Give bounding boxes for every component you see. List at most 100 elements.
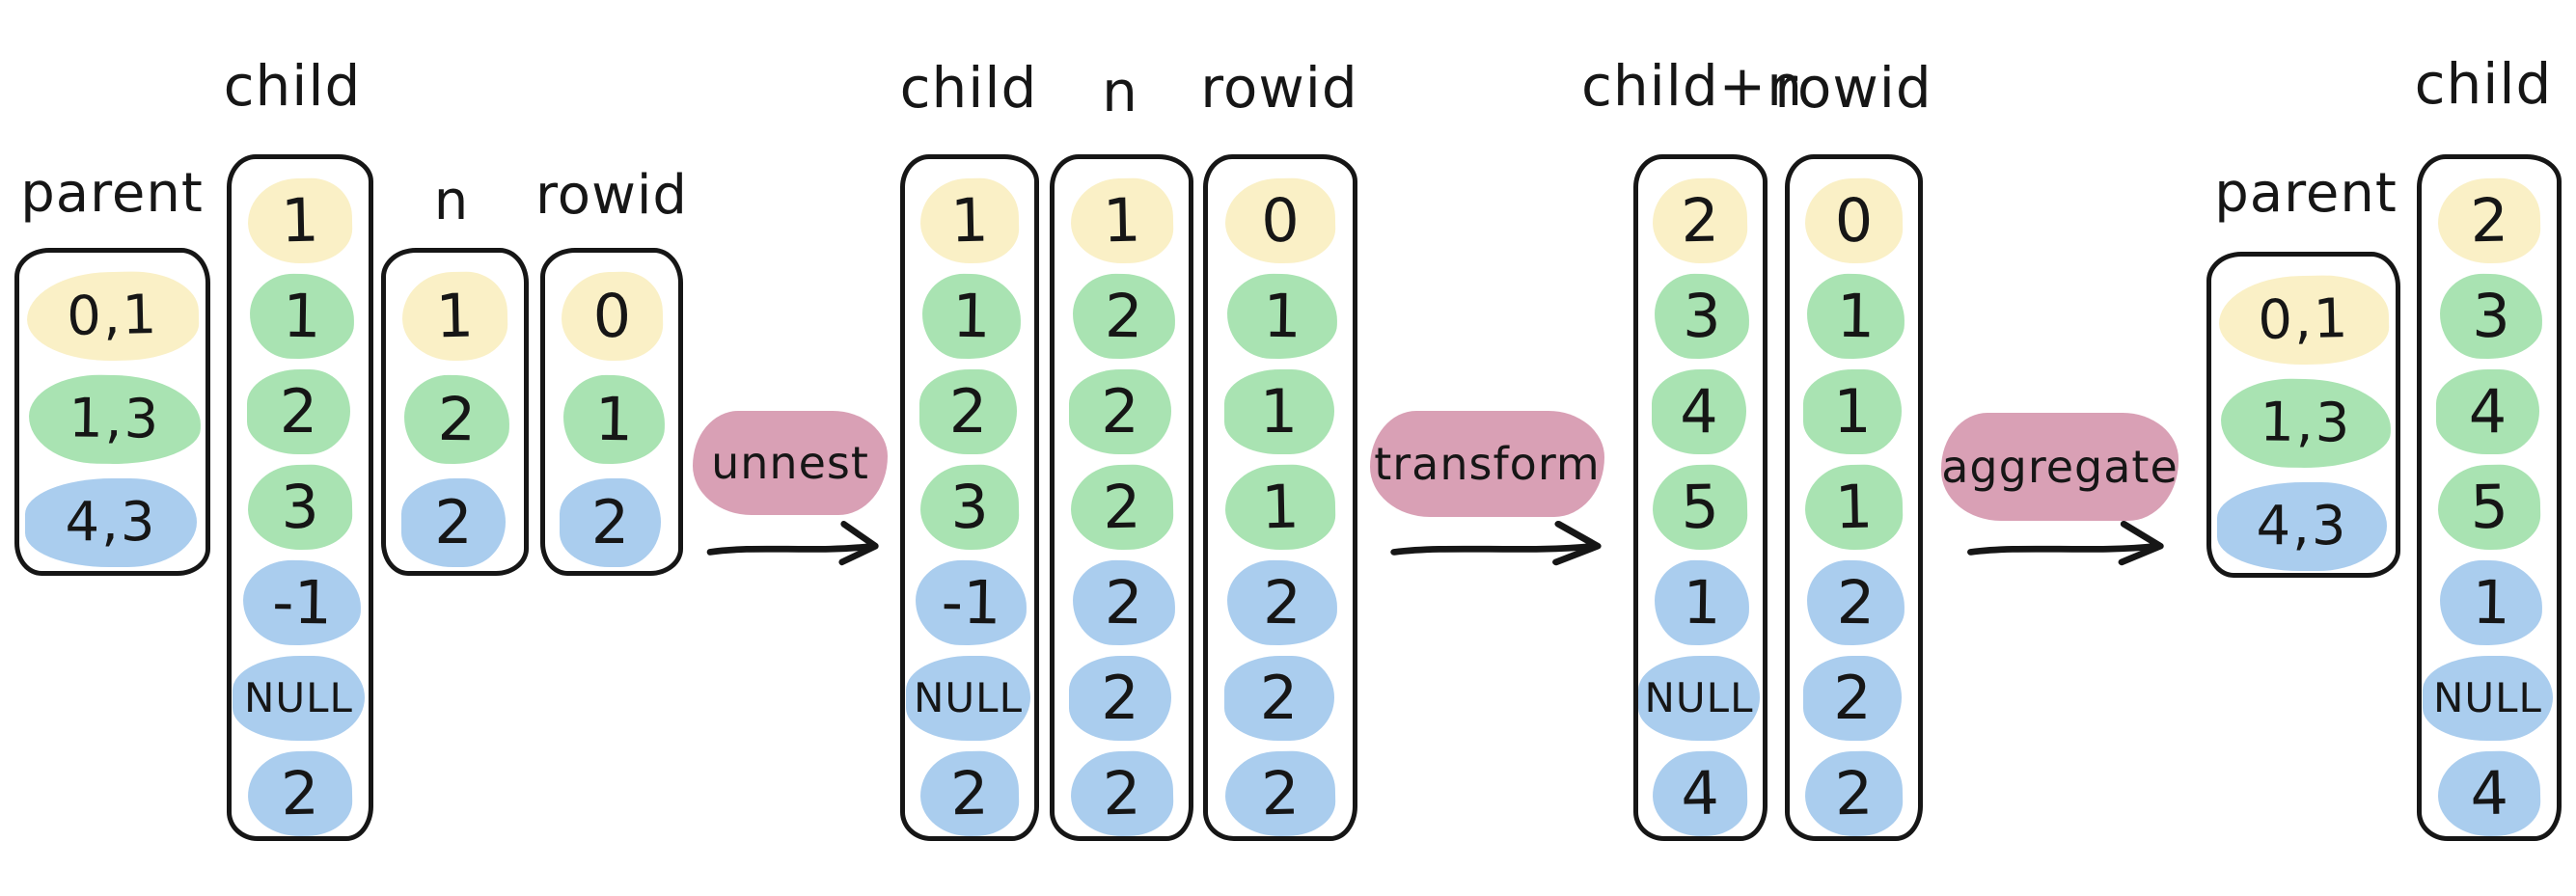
cell: 0,1 bbox=[2217, 274, 2390, 367]
cell-text: 2 bbox=[434, 487, 473, 557]
cell-text: 2 bbox=[1259, 663, 1299, 733]
cell-text: 2 bbox=[280, 757, 320, 829]
cell-text: 1 bbox=[1833, 376, 1872, 447]
cell-text: 4 bbox=[2469, 757, 2509, 829]
cell-text: 2 bbox=[1680, 184, 1720, 257]
cell: 1 bbox=[562, 374, 666, 465]
cell-text: 3 bbox=[1683, 280, 1722, 352]
cell-text: 1 bbox=[1833, 471, 1874, 543]
cell: 3 bbox=[919, 463, 1020, 552]
cell: 1 bbox=[919, 176, 1020, 265]
cell: 1 bbox=[249, 273, 355, 360]
cell: 2 bbox=[1072, 559, 1175, 646]
cell: 1 bbox=[401, 270, 508, 363]
cell-text: 1 bbox=[280, 184, 320, 257]
cell-text: -1 bbox=[941, 566, 1002, 638]
cell-text: 4,3 bbox=[65, 491, 157, 554]
arrow-right-icon bbox=[1387, 515, 1617, 567]
cell: 0 bbox=[1804, 176, 1904, 265]
cell-text: 2 bbox=[1101, 663, 1139, 733]
cell-text: 0,1 bbox=[66, 284, 159, 348]
cell-text: 3 bbox=[949, 471, 990, 543]
cell-text: 0,1 bbox=[2257, 287, 2350, 352]
cell: NULL bbox=[2422, 656, 2554, 741]
cell: 1 bbox=[1804, 463, 1904, 552]
cell: 2 bbox=[1223, 656, 1334, 741]
cell-text: 1 bbox=[1836, 280, 1876, 352]
cell-text: 4 bbox=[2468, 376, 2507, 447]
cell: 2 bbox=[400, 478, 507, 567]
column-label-child-n: child+n bbox=[1580, 53, 1804, 119]
cell: 1 bbox=[1224, 463, 1336, 552]
cell: -1 bbox=[242, 559, 362, 646]
column-label-parent: parent bbox=[20, 162, 204, 225]
column-rowid: 0 1 1 1 2 2 2 bbox=[1785, 154, 1923, 841]
cell-text: NULL bbox=[2433, 674, 2542, 721]
cell-text: NULL bbox=[244, 674, 353, 721]
cell-text: 0 bbox=[1260, 184, 1301, 257]
cell-text: 2 bbox=[2469, 184, 2509, 257]
column-label-n: n bbox=[1102, 59, 1138, 124]
column-label-child: child bbox=[899, 55, 1038, 121]
cell-text: 4,3 bbox=[2256, 495, 2348, 557]
cell: 1 bbox=[2439, 559, 2543, 646]
cell-text: NULL bbox=[1644, 674, 1754, 721]
cell-text: 2 bbox=[1101, 757, 1141, 829]
cell-text: 4 bbox=[1680, 757, 1720, 829]
cell-text: 1 bbox=[951, 280, 992, 352]
cell: 5 bbox=[1652, 463, 1749, 552]
cell-text: 1,3 bbox=[2259, 391, 2352, 455]
arrow-right-icon bbox=[1964, 515, 2179, 567]
cell: NULL bbox=[905, 656, 1031, 741]
cell: 2 bbox=[1226, 559, 1338, 646]
cell: 2 bbox=[919, 749, 1020, 838]
cell: 4,3 bbox=[25, 478, 197, 567]
cell-text: 5 bbox=[1680, 471, 1720, 543]
cell: 1 bbox=[921, 273, 1022, 360]
cell: 4 bbox=[1651, 369, 1747, 454]
cell: 2 bbox=[1069, 369, 1171, 454]
cell: 3 bbox=[2439, 273, 2543, 360]
cell: 1 bbox=[1806, 273, 1905, 360]
cell: 2 bbox=[1069, 463, 1174, 552]
column-label-rowid: rowid bbox=[535, 164, 688, 227]
cell: 1 bbox=[1654, 559, 1751, 646]
cell: NULL bbox=[232, 656, 366, 741]
cell: 1,3 bbox=[2220, 377, 2391, 470]
cell: -1 bbox=[915, 559, 1028, 646]
cell-text: 1 bbox=[1101, 184, 1141, 257]
cell-text: -1 bbox=[271, 566, 333, 638]
cell-text: 2 bbox=[1833, 757, 1874, 829]
cell-text: 1,3 bbox=[68, 387, 161, 451]
column-parent: 0,1 1,3 4,3 bbox=[14, 248, 210, 576]
cell-text: 2 bbox=[1836, 566, 1876, 638]
cell: 2 bbox=[1652, 176, 1749, 265]
column-label-parent: parent bbox=[2214, 162, 2398, 225]
cell-text: 3 bbox=[2471, 280, 2511, 352]
cell: 4 bbox=[1652, 749, 1749, 838]
cell-text: 1 bbox=[949, 184, 990, 257]
column-label-child: child bbox=[223, 53, 362, 119]
cell: 0 bbox=[560, 270, 664, 363]
cell: 4,3 bbox=[2217, 482, 2387, 571]
transform-cloud: transform bbox=[1370, 392, 1604, 517]
cell-text: 1 bbox=[1683, 566, 1722, 638]
cell: 2 bbox=[246, 369, 351, 454]
cell: 4 bbox=[2436, 749, 2542, 838]
transform-label: transform bbox=[1374, 438, 1601, 490]
arrow-right-icon bbox=[704, 515, 891, 567]
cell: 2 bbox=[1804, 749, 1904, 838]
cell: 3 bbox=[1654, 273, 1751, 360]
cell: 2 bbox=[2436, 176, 2542, 265]
cell-text: 0 bbox=[591, 280, 632, 352]
cell-text: 1 bbox=[2471, 566, 2511, 638]
cell: 2 bbox=[1803, 656, 1902, 741]
aggregate-cloud: aggregate bbox=[1941, 394, 2179, 521]
cell-text: 2 bbox=[279, 376, 318, 447]
cell-text: 2 bbox=[1104, 566, 1143, 638]
cell-text: 2 bbox=[590, 487, 630, 557]
cell: 2 bbox=[1224, 749, 1336, 838]
